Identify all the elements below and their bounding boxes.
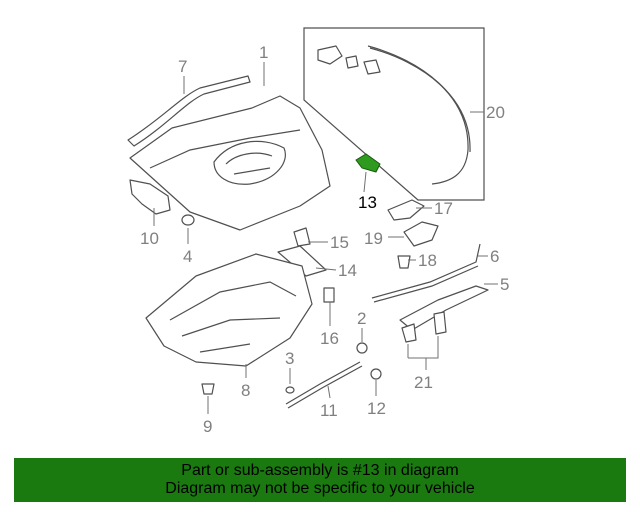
callout-16: 16 [320,329,339,348]
banner-line-1: Part or sub-assembly is #13 in diagram [181,462,459,479]
hinge-part-10 [129,179,171,215]
callout-13: 13 [358,193,377,212]
banner-line-2: Diagram may not be specific to your vehi… [165,480,475,497]
weatherstrip [127,75,251,147]
rod-part-11 [285,361,361,405]
callout-20: 20 [486,103,505,122]
hinge-part-19 [403,221,439,247]
clip-part-21b [433,311,447,335]
callout-10: 10 [140,229,159,248]
callout-12: 12 [367,399,386,418]
callout-18: 18 [418,251,437,270]
parts-diagram: 1 7 20 13 17 10 19 15 6 4 18 14 5 2 16 3… [127,27,509,436]
clip-part-12 [370,368,382,380]
callout-1: 1 [259,43,268,62]
inset-panel [303,27,485,201]
callout-21: 21 [414,373,433,392]
clip-part-15 [293,227,311,247]
callout-15: 15 [330,233,349,252]
callout-8: 8 [241,381,250,400]
callout-17: 17 [434,199,453,218]
callout-6: 6 [490,247,499,266]
callout-7: 7 [178,57,187,76]
bolt-part-18 [397,255,411,269]
clip-part-9 [201,383,215,395]
callout-11: 11 [320,401,338,420]
prop-rod-part-6 [371,243,481,299]
callout-3: 3 [285,349,294,368]
bolt-part-16 [323,287,335,303]
callout-19: 19 [364,229,383,248]
callout-4: 4 [183,247,192,266]
bumper-part-4 [181,214,195,226]
insulator-part-13-highlight [355,153,381,173]
callout-14: 14 [338,261,357,280]
bracket-part-17 [387,199,425,221]
clip-part-21a [401,323,417,343]
callout-2: 2 [357,309,366,328]
part-3 [285,386,295,394]
grommet-part-2 [356,342,368,354]
callout-5: 5 [500,275,509,294]
callout-9: 9 [203,417,212,436]
leader-lines [153,62,498,414]
hood-panel [129,95,331,231]
info-banner: Part or sub-assembly is #13 in diagram D… [14,458,626,502]
